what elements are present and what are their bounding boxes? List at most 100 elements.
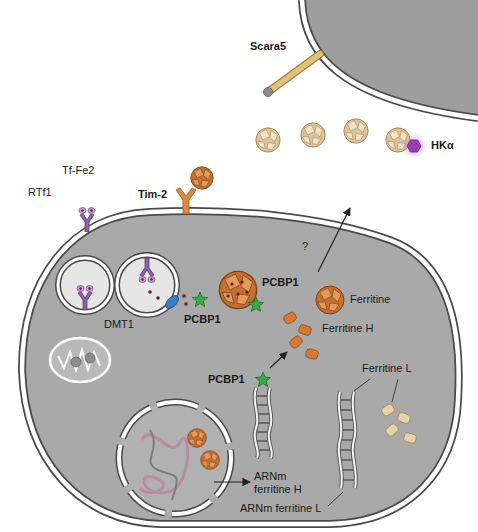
extracellular-ferritin bbox=[344, 119, 368, 143]
hka-hexagon bbox=[405, 137, 423, 155]
scara5-receptor bbox=[264, 54, 321, 97]
pcbp1-star bbox=[248, 297, 263, 312]
protein-label: PCBP1 bbox=[208, 373, 245, 386]
extracellular-ferritin bbox=[301, 123, 325, 147]
cell bbox=[22, 211, 459, 524]
neighbour-cell bbox=[302, 0, 478, 118]
protein-label: HKα bbox=[431, 139, 454, 152]
pcbp1-star bbox=[192, 292, 270, 387]
mitochondrion bbox=[71, 357, 81, 367]
mitochondrion bbox=[58, 350, 100, 370]
cytosolic-ferritin bbox=[240, 280, 243, 283]
dmt1-transporter bbox=[182, 294, 186, 298]
mrna-label: ARNm ferritine L bbox=[240, 502, 321, 515]
ferritin-h-subunits bbox=[298, 324, 312, 337]
cytosolic-ferritin bbox=[316, 286, 344, 314]
protein-label: PCBP1 bbox=[262, 276, 299, 289]
nucleus bbox=[140, 434, 188, 492]
ferritin-l-subunits bbox=[403, 432, 417, 444]
rtf1-receptor bbox=[79, 208, 95, 233]
endosome bbox=[148, 290, 152, 294]
cytosolic-ferritin bbox=[226, 294, 229, 297]
tim2-receptor bbox=[176, 188, 196, 214]
cell bbox=[22, 211, 459, 524]
subunit-label: Ferritine L bbox=[362, 362, 412, 375]
nucleus bbox=[201, 451, 220, 470]
tim2-receptor bbox=[191, 167, 213, 189]
ligand-label: Tf-Fe2 bbox=[62, 164, 94, 177]
nucleus bbox=[119, 402, 231, 514]
endosome bbox=[139, 258, 155, 283]
question-mark: ? bbox=[302, 240, 308, 253]
mitochondrion bbox=[50, 338, 110, 382]
mitochondrion bbox=[50, 338, 110, 382]
neighbour-cell bbox=[302, 0, 478, 118]
hka-hexagon bbox=[407, 140, 421, 152]
nucleus bbox=[150, 430, 177, 500]
mrna-strand bbox=[353, 392, 356, 488]
mrna-strand bbox=[339, 392, 342, 488]
mitochondrion bbox=[85, 353, 95, 363]
receptor-label: Scara5 bbox=[250, 40, 286, 53]
ferritin-h-subunits bbox=[289, 335, 304, 350]
leader-line bbox=[328, 492, 343, 506]
dmt1-transporter bbox=[163, 293, 181, 311]
receptor-label: Tim-2 bbox=[138, 188, 167, 201]
mrna-strand bbox=[269, 388, 272, 458]
mrna-strand bbox=[255, 388, 258, 458]
endosome bbox=[58, 258, 112, 312]
ferritin-l-subunits bbox=[397, 412, 411, 425]
leader-line bbox=[328, 379, 398, 506]
arrow bbox=[318, 208, 350, 272]
mrna-strand bbox=[353, 392, 356, 488]
tim2-receptor bbox=[176, 167, 213, 214]
cytosolic-ferritin bbox=[230, 282, 233, 285]
protein-label: Ferritine bbox=[350, 293, 390, 306]
mrna-strand bbox=[269, 388, 272, 458]
nucleus bbox=[119, 402, 231, 514]
nucleus bbox=[188, 429, 207, 448]
scara5-receptor bbox=[268, 54, 320, 92]
extracellular-ferritin bbox=[256, 128, 280, 152]
scara5-receptor bbox=[268, 54, 320, 92]
mrna-strand bbox=[255, 388, 258, 458]
endosome bbox=[156, 296, 160, 300]
leader-line bbox=[392, 379, 398, 402]
arrow bbox=[270, 352, 287, 368]
leader-line bbox=[354, 379, 370, 391]
ferritin-l-subunits bbox=[385, 423, 400, 438]
rtf1-receptor bbox=[79, 208, 95, 233]
ferritin-h-subunits bbox=[283, 311, 298, 325]
mrna-strand bbox=[339, 392, 342, 488]
arrow bbox=[214, 481, 250, 482]
pcbp1-star bbox=[192, 292, 207, 307]
cytosolic-ferritin bbox=[245, 290, 248, 293]
cytosolic-ferritin bbox=[236, 292, 239, 295]
ferritin-h-subunits bbox=[283, 311, 319, 360]
endosome bbox=[58, 258, 112, 312]
endosome bbox=[77, 286, 93, 311]
dmt1-transporter bbox=[184, 302, 188, 306]
hka-hexagon bbox=[405, 137, 423, 155]
dmt1-transporter bbox=[163, 293, 188, 311]
ferritin-l-subunits bbox=[381, 403, 396, 417]
extracellular-ferritin bbox=[256, 119, 410, 152]
protein-label: PCBP1 bbox=[184, 313, 221, 326]
receptor-label: RTf1 bbox=[28, 186, 52, 199]
arrow bbox=[214, 208, 350, 482]
endosome bbox=[58, 255, 177, 315]
ferritin-h-subunits bbox=[305, 348, 319, 360]
ferritin-l-subunits bbox=[381, 403, 417, 444]
cell bbox=[22, 211, 459, 524]
neighbour-cell bbox=[302, 0, 478, 118]
scara5-receptor bbox=[264, 88, 273, 97]
pcbp1-star bbox=[255, 372, 270, 387]
cytosolic-ferritin bbox=[219, 271, 344, 314]
transporter-label: DMT1 bbox=[104, 318, 134, 331]
mrna-label: ARNm ferritine H bbox=[254, 470, 318, 496]
nucleus bbox=[119, 402, 231, 514]
subunit-label: Ferritine H bbox=[322, 322, 373, 335]
